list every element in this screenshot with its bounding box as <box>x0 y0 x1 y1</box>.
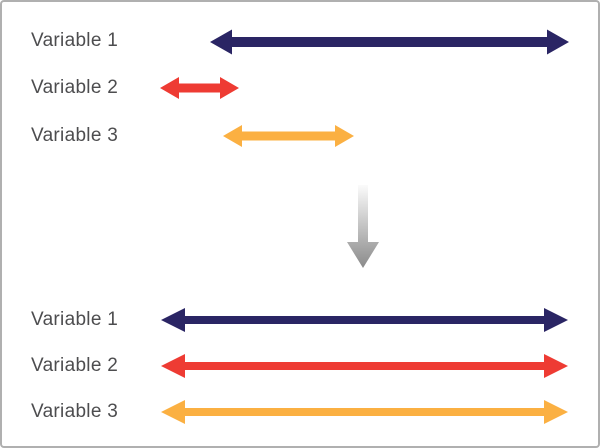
before-variable-1-label: Variable 1 <box>31 30 119 51</box>
after-variable-3-range-arrow <box>161 400 568 424</box>
before-variable-1-range-arrow <box>210 29 569 55</box>
before-variable-2-range-arrow <box>160 77 239 99</box>
before-variable-3-range-arrow <box>223 125 354 147</box>
transform-down-arrow <box>347 185 379 268</box>
after-variable-2-range-arrow <box>161 354 568 378</box>
before-variable-3-label: Variable 3 <box>31 125 119 146</box>
after-variable-3-label: Variable 3 <box>31 401 119 422</box>
after-variable-1-range-arrow <box>161 308 568 332</box>
before-variable-2-label: Variable 2 <box>31 77 119 98</box>
after-variable-2-label: Variable 2 <box>31 355 119 376</box>
after-variable-1-label: Variable 1 <box>31 309 119 330</box>
